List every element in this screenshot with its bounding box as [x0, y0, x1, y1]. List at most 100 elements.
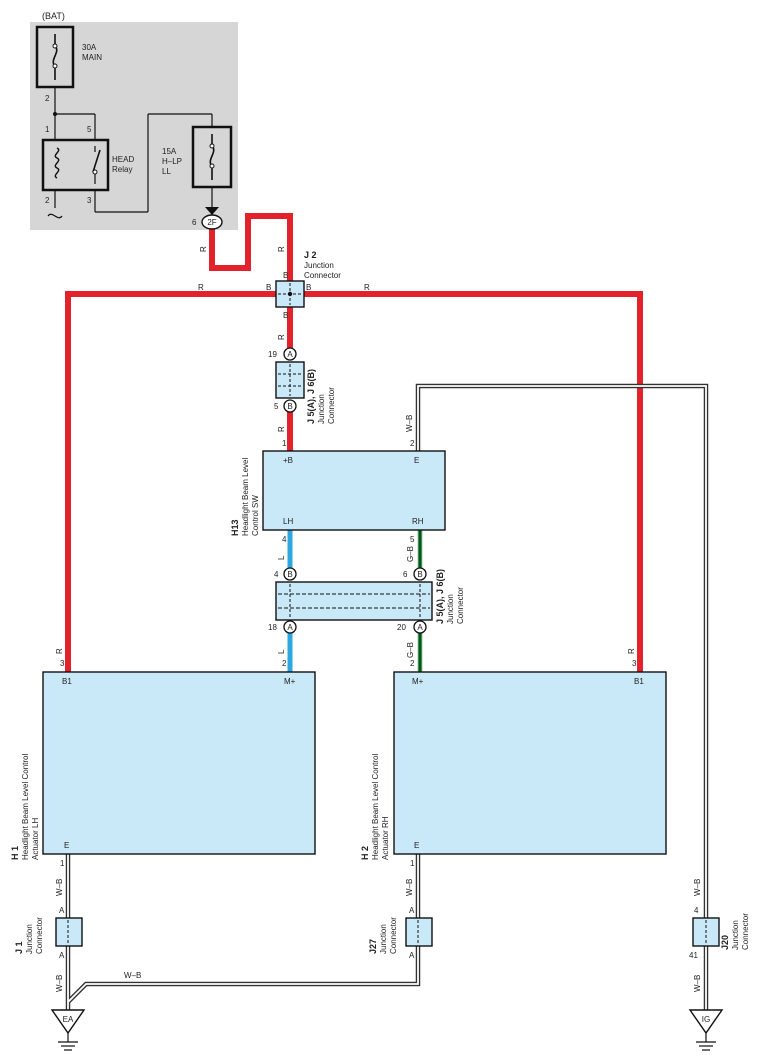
- h2-pin-e: E: [414, 841, 419, 850]
- ground-ig: IG: [688, 1009, 724, 1051]
- relay-pin3: 3: [87, 196, 92, 205]
- ground-ig-label: IG: [702, 1015, 710, 1024]
- j5-top-pin-top: 19: [268, 350, 277, 359]
- j1-name: Junction: [25, 924, 34, 954]
- j5-mid-id: J 5(A), J 6(B): [435, 569, 445, 624]
- h1-num-e: 1: [60, 859, 65, 868]
- j20-pin-top: 4: [694, 906, 699, 915]
- main-fuse-amp: 30A: [82, 43, 97, 52]
- j5-mid-l-top-circle: B: [287, 570, 292, 579]
- j2-pin-b-top: B: [283, 271, 288, 280]
- wire-label-gb-1: G–B: [406, 546, 415, 562]
- h2-name: Headlight Beam Level Control: [371, 753, 380, 860]
- wire-label-wb-5: W–B: [124, 971, 141, 980]
- j27-junction-connector: A A J27 Junction Connector: [368, 906, 433, 960]
- h13-pin-e: E: [414, 456, 419, 465]
- wire-label-wb-2: W–B: [55, 879, 64, 896]
- h2-pin-b1: B1: [634, 677, 644, 686]
- h1-pin-e: E: [64, 841, 69, 850]
- j1-name2: Connector: [35, 917, 44, 954]
- h2-id: H 2: [360, 846, 370, 860]
- ground-ea-label: EA: [63, 1015, 74, 1024]
- h13-id: H13: [230, 519, 240, 536]
- hlp-fuse-amp: 15A: [162, 147, 177, 156]
- h1-id: H 1: [10, 846, 20, 860]
- j1-pin-bottom: A: [59, 951, 65, 960]
- wire-label-r-6: R: [277, 426, 286, 432]
- bat-label: (BAT): [42, 11, 65, 21]
- j5-mid-r-bot-circle: A: [417, 623, 423, 632]
- j27-pin-bottom: A: [409, 951, 415, 960]
- j1-junction-connector: A A J 1 Junction Connector: [14, 906, 83, 960]
- j27-id: J27: [368, 939, 378, 954]
- j5-mid-name: Junction: [446, 594, 455, 624]
- j5-top-circle-top: A: [287, 350, 293, 359]
- h1-pin-b1: B1: [62, 677, 72, 686]
- h1-num-m: 2: [282, 659, 287, 668]
- red-wires: [65, 213, 643, 672]
- j2-name: Junction: [304, 261, 334, 270]
- wire-label-r-7: R: [55, 648, 64, 654]
- j5-mid-r-top-pin: 6: [403, 570, 408, 579]
- j27-name2: Connector: [389, 917, 398, 954]
- j20-name: Junction: [731, 920, 740, 950]
- ground-ea-icon: [50, 1009, 86, 1035]
- j5-mid-name2: Connector: [456, 587, 465, 624]
- connector-2f-label: 2F: [207, 218, 216, 227]
- wire-label-r-1: R: [199, 246, 208, 252]
- j5-mid-r-bot-pin: 20: [397, 623, 406, 632]
- connector-2f: 2F 6: [192, 207, 223, 230]
- j5-mid-junction-connector: B 4 B 6 A 18 A 20 J 5(A), J 6(B) Junctio…: [268, 567, 465, 634]
- wire-label-r-8: R: [627, 648, 636, 654]
- relay-name: HEAD: [112, 155, 134, 164]
- h1-pin-m: M+: [284, 677, 296, 686]
- j1-pin-top: A: [59, 906, 65, 915]
- h13-pin-rh: RH: [412, 517, 424, 526]
- h13-pin-b: +B: [283, 456, 293, 465]
- relay-coil-icon: [54, 147, 60, 179]
- head-relay-box: [41, 138, 110, 192]
- main-fuse-pin: 2: [45, 94, 50, 103]
- main-fuse-name: MAIN: [82, 53, 102, 62]
- j5-top-id: J 5(A), J 6(B): [306, 369, 316, 424]
- j2-pin-b-bottom: B: [283, 311, 288, 320]
- j2-name2: Connector: [304, 271, 341, 280]
- relay-ground-break-icon: [47, 213, 63, 219]
- relay-name2: Relay: [112, 165, 132, 174]
- wire-label-wb-4: W–B: [405, 879, 414, 896]
- j27-pin-top: A: [409, 906, 415, 915]
- j2-pin-b-right: B: [306, 283, 311, 292]
- hlp-fuse-name2: LL: [162, 167, 171, 176]
- wire-label-wb-1: W–B: [405, 415, 414, 432]
- relay-pin2: 2: [45, 196, 50, 205]
- j5-top-circle-bottom: B: [287, 402, 292, 411]
- j5-top-junction-connector: A 19 B 5 J 5(A), J 6(B) Junction Connect…: [268, 347, 336, 424]
- j2-pin-b-left: B: [266, 283, 271, 292]
- h2-num-m: 2: [410, 659, 415, 668]
- ground-ea: EA: [50, 1009, 86, 1051]
- h1-actuator-lh: 3 2 B1 M+ E 1 H 1 Headlight Beam Level C…: [10, 659, 316, 868]
- j5-top-pin-bottom: 5: [274, 402, 279, 411]
- j5-top-name2: Connector: [327, 387, 336, 424]
- h2-num-e: 1: [410, 859, 415, 868]
- h13-name2: Control SW: [251, 495, 260, 536]
- h1-num-b1: 3: [60, 659, 65, 668]
- wire-label-l-2: L: [277, 649, 286, 654]
- h2-actuator-rh: 2 3 M+ B1 E 1 H 2 Headlight Beam Level C…: [360, 659, 667, 868]
- wire-label-wb-6: W–B: [693, 879, 702, 896]
- h13-num-b: 1: [282, 439, 287, 448]
- wire-label-l-1: L: [277, 555, 286, 560]
- hlp-fuse-name: H–LP: [162, 157, 182, 166]
- j5-mid-r-top-circle: B: [417, 570, 422, 579]
- h13-num-lh: 4: [282, 535, 287, 544]
- wire-label-r-2: R: [277, 246, 286, 252]
- fuse-box: (BAT) 30A MAIN 2 HEAD Relay 1 5 2 3: [30, 11, 238, 230]
- red-wire-fusebox-to-j2: [209, 213, 293, 282]
- relay-pin1: 1: [45, 125, 50, 134]
- wire-label-r-5: R: [277, 334, 286, 340]
- h2-num-b1: 3: [632, 659, 637, 668]
- j1-id: J 1: [14, 941, 24, 954]
- j5-mid-l-top-pin: 4: [274, 570, 279, 579]
- red-wire-j2-to-h1: [65, 291, 276, 672]
- connector-2f-pin: 6: [192, 218, 197, 227]
